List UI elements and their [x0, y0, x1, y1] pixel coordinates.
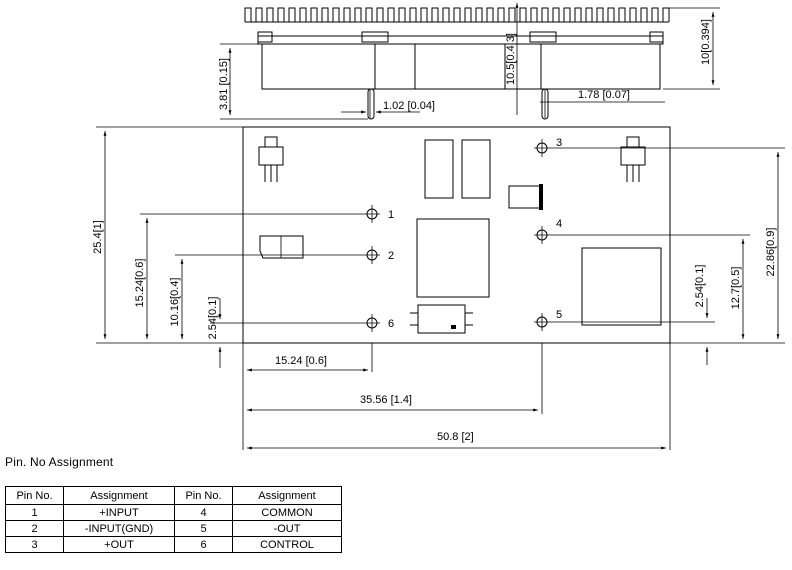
side-view: 3.81 [0.15] 10.5[0.4 3] 10[0.394] 1.02 [… — [218, 3, 720, 120]
dim-2-54-right: 2.54[0.1] — [694, 265, 706, 308]
dim-10-16-vertical: 10.16[0.4] — [169, 278, 181, 327]
table-cell: 2 — [5, 520, 64, 537]
pin-assignment-table: Pin No. Assignment Pin No. Assignment 1 … — [5, 486, 342, 553]
dim-1-02: 1.02 [0.04] — [383, 100, 435, 112]
pin-4: 4 — [534, 218, 750, 244]
transistor-left — [258, 136, 284, 182]
table-cell: 5 — [174, 520, 233, 537]
mechanical-drawing: 3.81 [0.15] 10.5[0.4 3] 10[0.394] 1.02 [… — [92, 3, 785, 450]
table-row: 2 -INPUT(GND) 5 -OUT — [5, 520, 342, 537]
header-pin-no: Pin No. — [174, 486, 233, 505]
dim-1-78: 1.78 [0.07] — [578, 89, 630, 101]
front-view: 1 2 6 3 4 5 — [92, 126, 785, 450]
dim-22-86: 22.86[0.9] — [765, 228, 777, 277]
header-assignment: Assignment — [232, 486, 342, 505]
pin-label-6: 6 — [388, 318, 394, 330]
header-pin-no: Pin No. — [5, 486, 64, 505]
pin-2: 2 — [175, 246, 394, 264]
table-cell: 3 — [5, 536, 64, 553]
pin-label-3: 3 — [556, 137, 562, 149]
table-cell: 4 — [174, 504, 233, 521]
dim-25-4: 25.4[1] — [92, 220, 104, 254]
pin-label-2: 2 — [388, 250, 394, 262]
table-cell: 1 — [5, 504, 64, 521]
dim-50-8: 50.8 [2] — [437, 431, 474, 443]
heatsink-fins — [244, 7, 670, 23]
table-row: 3 +OUT 6 CONTROL — [5, 536, 342, 553]
dim-2-54-left: 2.54[0.1] — [207, 297, 219, 340]
table-cell: CONTROL — [232, 536, 342, 553]
dim-3-81: 3.81 [0.15] — [218, 58, 230, 110]
header-assignment: Assignment — [63, 486, 175, 505]
pin-6: 6 — [210, 314, 394, 332]
pin-3: 3 — [534, 137, 785, 157]
pin-label-5: 5 — [556, 309, 562, 321]
table-title: Pin. No Assignment — [5, 455, 114, 469]
table-row: 1 +INPUT 4 COMMON — [5, 504, 342, 521]
dim-15-24-horizontal: 15.24 [0.6] — [275, 355, 327, 367]
pin-label-4: 4 — [556, 218, 562, 230]
dim-35-56: 35.56 [1.4] — [360, 394, 412, 406]
dim-12-7: 12.7[0.5] — [730, 267, 742, 310]
pin-1: 1 — [140, 205, 394, 223]
table-cell: -INPUT(GND) — [63, 520, 175, 537]
table-cell: +INPUT — [63, 504, 175, 521]
transistor-right — [620, 136, 646, 182]
table-cell: COMMON — [232, 504, 342, 521]
pin-5: 5 — [534, 309, 715, 331]
table-cell: -OUT — [232, 520, 342, 537]
pin-label-1: 1 — [388, 209, 394, 221]
table-header-row: Pin No. Assignment Pin No. Assignment — [5, 486, 342, 505]
table-cell: +OUT — [63, 536, 175, 553]
table-cell: 6 — [174, 536, 233, 553]
dim-10: 10[0.394] — [700, 19, 712, 65]
dim-10-5: 10.5[0.4 3] — [505, 33, 517, 85]
dim-15-24-vertical: 15.24[0.6] — [134, 259, 146, 308]
